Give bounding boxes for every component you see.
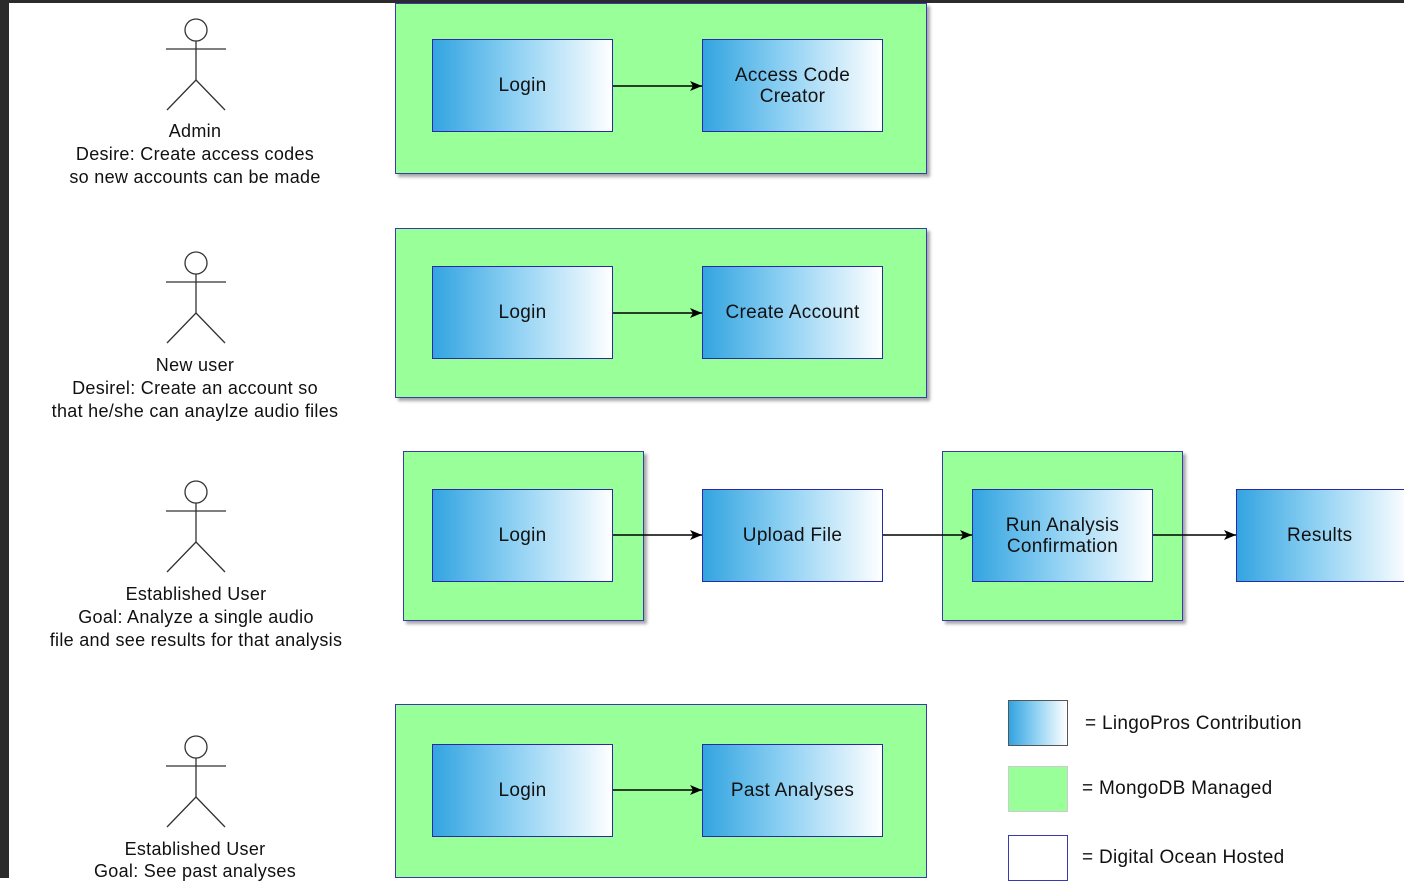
actor-new-user-icon [166, 251, 226, 344]
run-analysis-confirmation-box: Run Analysis Confirmation [972, 489, 1153, 582]
actor-established-user-desc: Goal: Analyze a single audio file and se… [49, 607, 343, 650]
actor-admin-icon [166, 18, 226, 111]
create-account-box: Create Account [702, 266, 883, 359]
window-frame-left [0, 0, 9, 878]
login-label: Login [498, 525, 547, 546]
login-label: Login [498, 780, 547, 801]
login-box-admin: Login [432, 39, 613, 132]
legend-swatch-digital-ocean [1008, 835, 1068, 881]
actor-established-user-2-name: Established User [124, 839, 266, 859]
legend-label-lingopros: = LingoPros Contribution [1085, 713, 1302, 734]
run-analysis-confirmation-label: Run Analysis Confirmation [1005, 514, 1120, 557]
login-box-established: Login [432, 489, 613, 582]
results-box: Results [1236, 489, 1404, 582]
past-analyses-box: Past Analyses [702, 744, 883, 837]
legend-swatch-lingopros [1008, 700, 1068, 746]
upload-file-box: Upload File [702, 489, 883, 582]
actor-new-user-name: New user [155, 355, 235, 375]
results-label: Results [1287, 525, 1353, 546]
actor-admin-name: Admin [168, 121, 222, 141]
actor-established-user-name: Established User [125, 584, 267, 604]
window-frame-top [0, 0, 1404, 3]
actor-admin-desc: Desire: Create access codes so new accou… [69, 144, 321, 187]
access-code-creator-label: Access Code Creator [734, 64, 851, 107]
create-account-label: Create Account [725, 302, 860, 323]
legend-label-mongodb: = MongoDB Managed [1082, 778, 1273, 799]
login-box-past: Login [432, 744, 613, 837]
actor-established-user-icon [166, 480, 226, 573]
login-label: Login [498, 302, 547, 323]
access-code-creator-box: Access Code Creator [702, 39, 883, 132]
upload-file-label: Upload File [742, 525, 843, 546]
login-label: Login [498, 75, 547, 96]
login-box-new-user: Login [432, 266, 613, 359]
legend-label-digital-ocean: = Digital Ocean Hosted [1082, 847, 1285, 868]
actor-established-user-2-desc: Goal: See past analyses [93, 861, 297, 881]
actor-new-user-desc: Desirel: Create an account so that he/sh… [51, 378, 339, 421]
past-analyses-label: Past Analyses [730, 780, 855, 801]
actor-established-user-2-icon [166, 735, 226, 828]
legend-swatch-mongodb [1008, 766, 1068, 812]
